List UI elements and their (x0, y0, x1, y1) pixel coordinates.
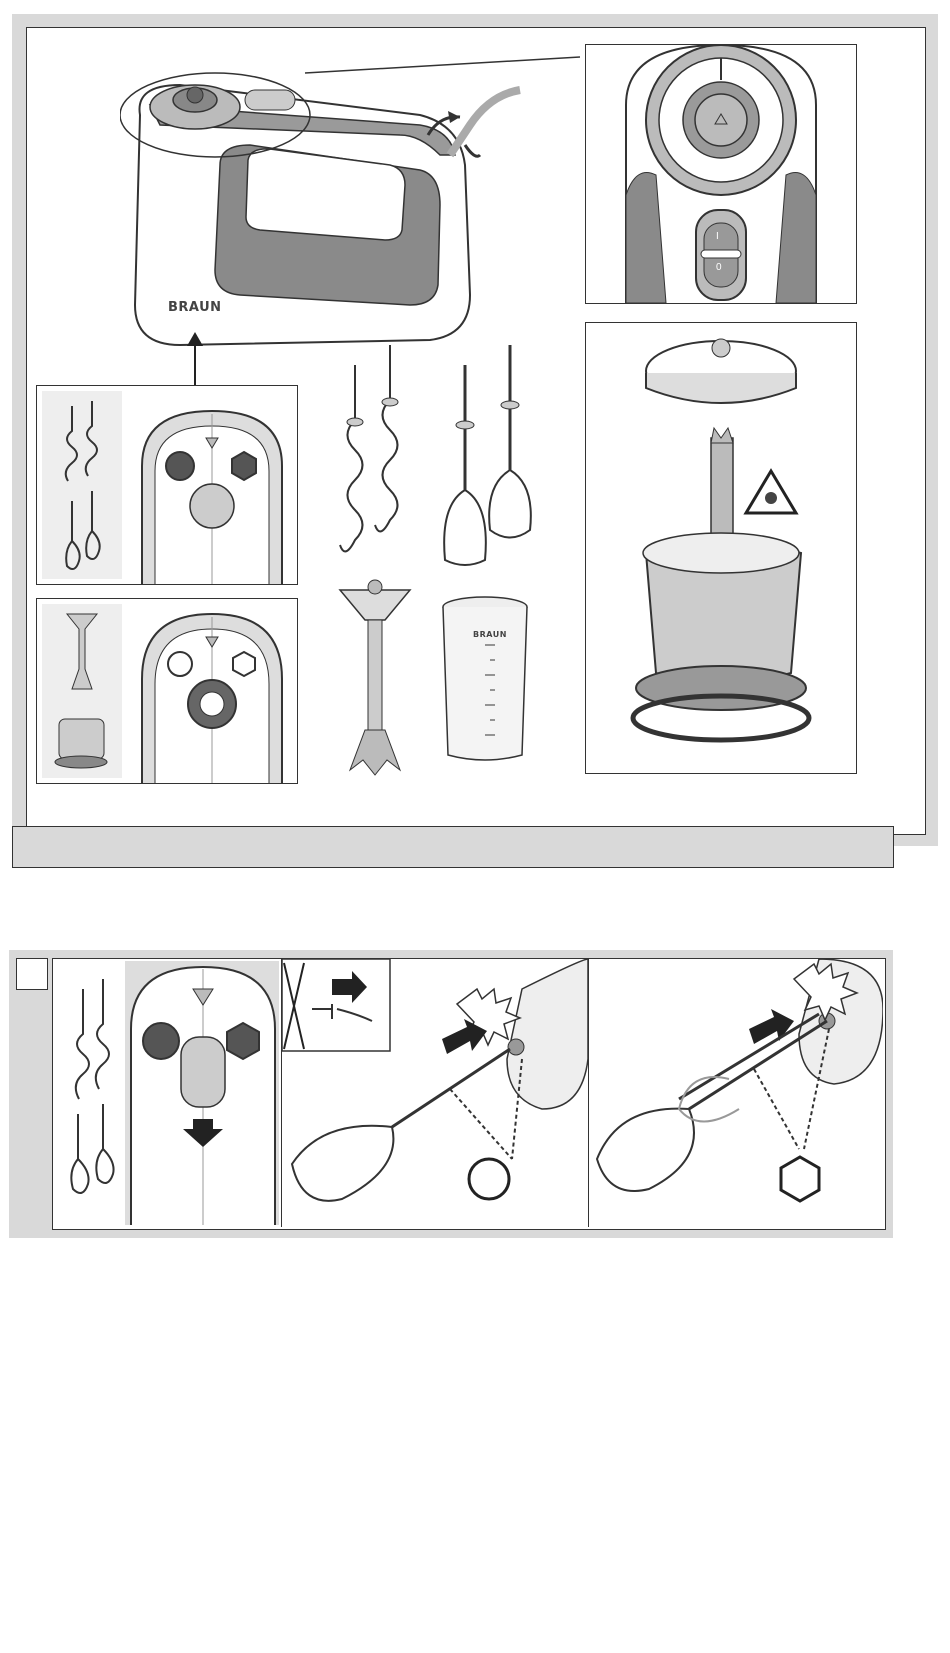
beaker-brand-label: BRAUN (473, 630, 507, 639)
whisks-illustration (440, 340, 540, 570)
blender-chopper-socket-panel (36, 598, 298, 784)
insert-round-socket-panel (282, 959, 589, 1227)
chopper-panel (585, 322, 857, 774)
hex-socket-icon (232, 452, 256, 480)
measuring-beaker-icon (440, 595, 530, 765)
mixer-body-illustration: BRAUN (120, 45, 580, 355)
hex-socket-icon (781, 1157, 819, 1201)
switch-off-label: 0 (716, 262, 722, 273)
section-bar (12, 826, 894, 868)
dough-hooks-illustration (335, 340, 415, 570)
control-closeup-panel: I 0 (585, 44, 857, 304)
round-socket-icon (469, 1159, 509, 1199)
round-socket-icon (166, 452, 194, 480)
measuring-beaker-illustration: BRAUN (440, 595, 530, 765)
chopper-icon (586, 323, 856, 773)
switch-on-label: I (716, 231, 719, 242)
hook-whisk-socket-panel (36, 385, 298, 585)
arrow-icon (185, 332, 205, 387)
mixer-brand-label: BRAUN (168, 300, 222, 315)
insert-hex-socket-panel (589, 959, 883, 1227)
step-number-box (16, 958, 48, 990)
blender-shaft-illustration (335, 575, 415, 780)
attachment-socket-panel (53, 959, 282, 1227)
